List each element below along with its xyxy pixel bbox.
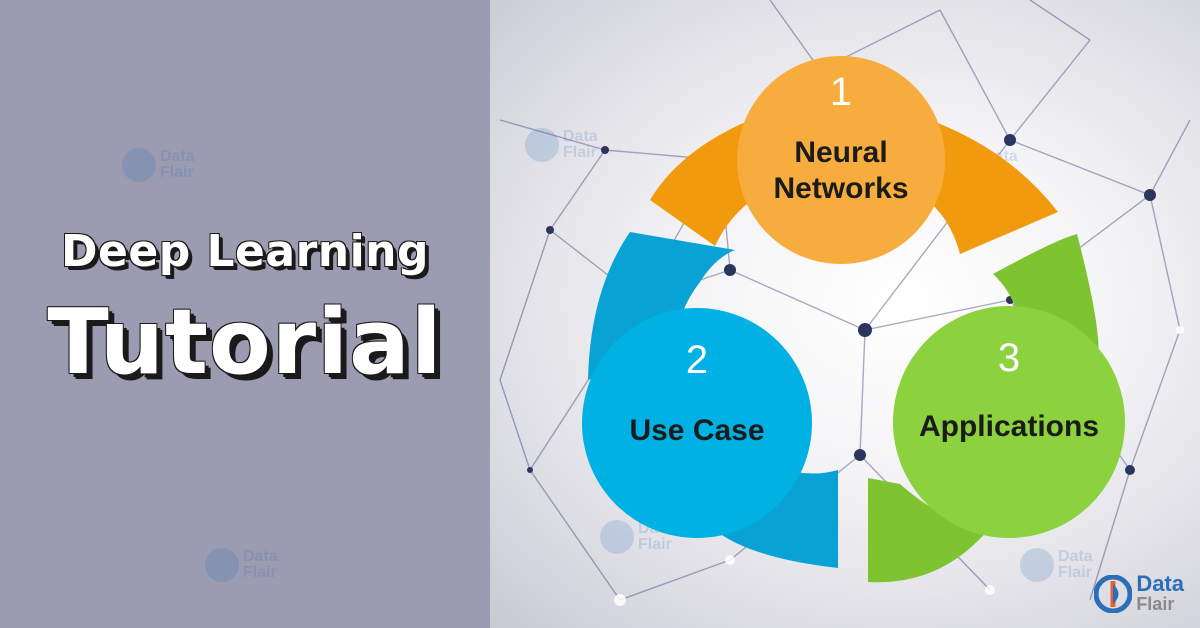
green-arrow-bottom (868, 478, 988, 583)
watermark-line2: Flair (1058, 564, 1092, 581)
step-number: 1 (829, 70, 853, 114)
watermark-text: Data Flair (563, 129, 598, 161)
watermark-text: Data Flair (1058, 549, 1093, 581)
step-circle-applications: 3 Applications (893, 306, 1125, 538)
step-label: Use Case (629, 414, 765, 447)
logo-line2: Flair (1136, 594, 1175, 614)
watermark-logo: Data Flair (1020, 548, 1093, 582)
watermark-logo: Data Flair (600, 520, 673, 554)
dataflair-watermark-icon (122, 148, 156, 182)
dataflair-watermark-icon (600, 520, 634, 554)
watermark-line2: Flair (638, 536, 672, 553)
step-circle-neural-networks: 1 Neural Networks (737, 56, 945, 264)
step-label: Applications (918, 410, 1099, 443)
watermark-logo: Data Flair (122, 148, 195, 182)
diagram-panel: Data Flair Data Flair Data Flair Data Fl… (490, 0, 1200, 628)
watermark-line2: Flair (160, 164, 194, 181)
watermark-line2: Flair (243, 564, 277, 581)
step-label: Neural Networks (773, 136, 909, 205)
watermark-logo: Data Flair (525, 128, 598, 162)
watermark-text: Data Flair (243, 549, 278, 581)
watermark-line1: Data (243, 548, 278, 565)
left-panel: Data Flair Data Flair Deep Learning Tuto… (0, 0, 490, 628)
orange-arrow-left (650, 120, 758, 246)
orange-arrow-right (922, 120, 1058, 254)
watermark-line1: Data (563, 128, 598, 145)
step-number: 2 (685, 338, 709, 382)
watermark-text: Data Flair (160, 149, 195, 181)
dataflair-watermark-icon (525, 128, 559, 162)
logo-text: Data Flair (1136, 571, 1184, 615)
watermark-line2: Flair (563, 144, 597, 161)
watermark-line1: Data (1058, 548, 1093, 565)
dataflair-logo-icon (1094, 575, 1133, 613)
dataflair-watermark-icon (205, 548, 239, 582)
title-line-1: Deep Learning (60, 226, 430, 277)
logo-line1: Data (1136, 571, 1184, 596)
step-number: 3 (997, 336, 1021, 380)
step-circle-use-case: 2 Use Case (582, 308, 812, 538)
watermark-line1: Data (160, 148, 195, 165)
watermark-logo: Data Flair (205, 548, 278, 582)
cycle-arrows (588, 120, 1099, 583)
dataflair-logo: Data Flair (1094, 571, 1184, 615)
title-line-2: Tutorial (47, 290, 443, 395)
blue-arrow-bottom (715, 468, 838, 568)
dataflair-watermark-icon (1020, 548, 1054, 582)
